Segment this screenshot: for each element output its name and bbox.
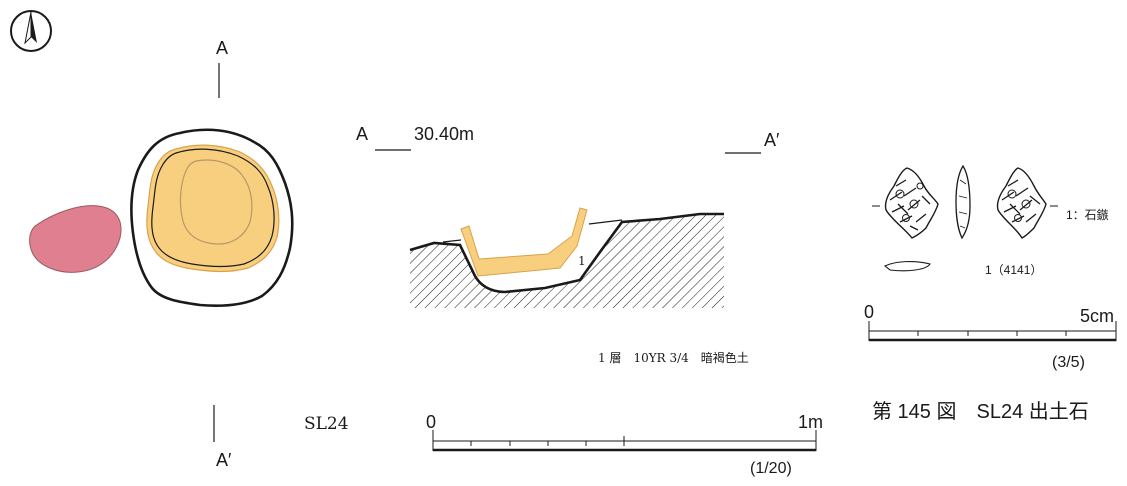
artifact-front-view xyxy=(884,167,939,239)
artifact-side-view xyxy=(955,164,971,240)
scale-section-ratio: (1/20) xyxy=(750,460,792,477)
section-ground xyxy=(410,214,724,308)
section-layer-1 xyxy=(460,207,588,277)
plan-pit-fill xyxy=(146,144,280,273)
layer-legend: 1 層 10YR 3/4 暗褐色土 xyxy=(598,351,749,365)
artifact-back-view xyxy=(996,167,1047,239)
plan-stone xyxy=(29,205,122,273)
plan-pit-outline xyxy=(130,128,294,308)
artifact-number-label: 1：石鏃 xyxy=(1066,208,1109,222)
section-top-line xyxy=(588,219,623,225)
section-label-a: A xyxy=(356,124,369,144)
section-layer-number: 1 xyxy=(578,254,586,268)
scale-bar-section xyxy=(432,430,817,452)
artifact-id-label: 1（4141） xyxy=(985,263,1043,277)
scale-artifact-end: 5cm xyxy=(1080,306,1115,326)
section-label-a-prime: A′ xyxy=(764,130,780,150)
plan-pit-inner-outline xyxy=(151,148,275,268)
north-arrow-icon xyxy=(10,10,52,52)
plan-pit-contour xyxy=(179,159,253,245)
scale-bar-artifact xyxy=(868,321,1117,342)
feature-name: SL24 xyxy=(304,414,349,434)
scale-artifact-start: 0 xyxy=(864,302,875,322)
scale-section-end: 1m xyxy=(798,412,824,432)
scale-artifact-ratio: (3/5) xyxy=(1052,354,1085,371)
section-elevation: 30.40m xyxy=(414,124,475,144)
plan-label-a: A xyxy=(216,38,229,58)
figure-caption: 第 145 図 SL24 出土石 xyxy=(872,401,1089,423)
section-ground-line xyxy=(409,212,724,294)
section-inner-line xyxy=(442,239,462,243)
scale-section-start: 0 xyxy=(426,412,437,432)
artifact-bottom-view xyxy=(883,261,931,272)
plan-label-a-prime: A′ xyxy=(216,450,232,470)
